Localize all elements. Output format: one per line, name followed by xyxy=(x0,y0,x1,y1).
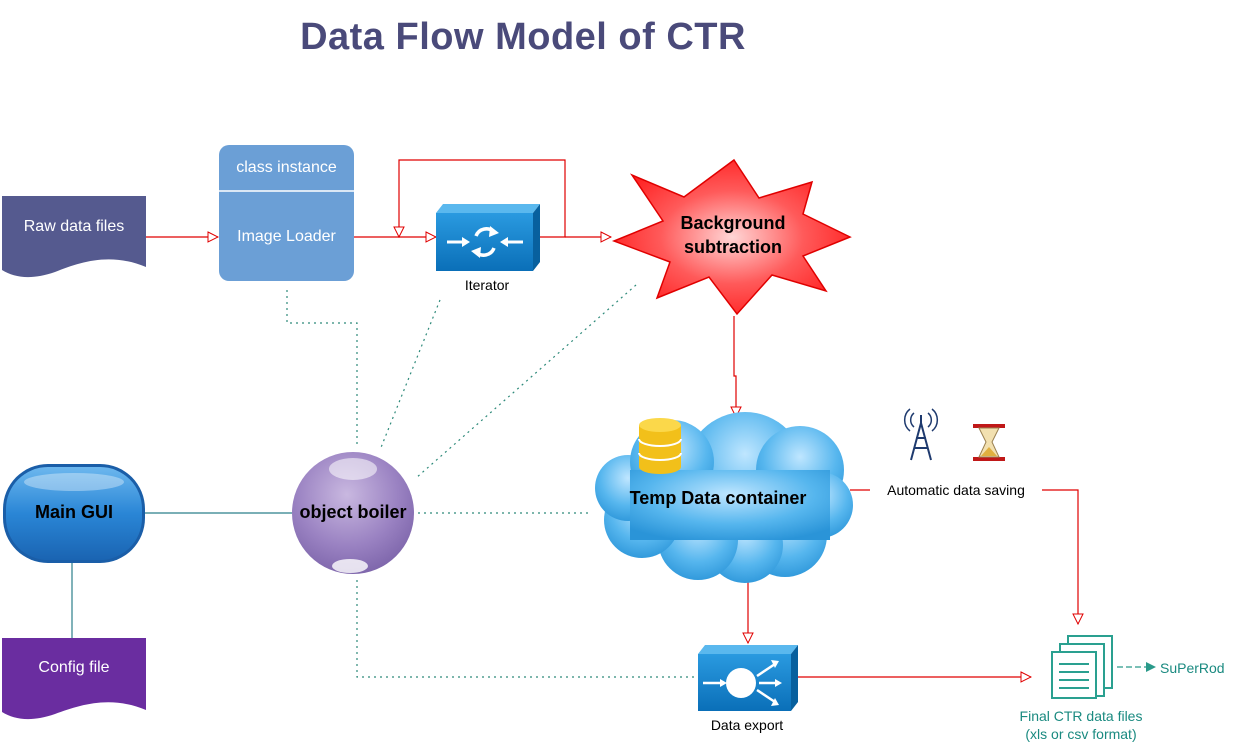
arrow-iterator-loop xyxy=(399,159,566,237)
flow-arrows xyxy=(146,159,1078,677)
data-export-label: Data export xyxy=(710,717,784,733)
dotted-links xyxy=(286,284,698,678)
config-file-shape[interactable] xyxy=(2,638,146,720)
data-export-icon[interactable] xyxy=(698,645,798,711)
background-subtraction-shape[interactable] xyxy=(611,158,852,316)
config-file-label: Config file xyxy=(38,659,110,676)
main-gui-button[interactable] xyxy=(3,464,145,563)
link-boiler-export xyxy=(356,580,698,678)
image-loader-shape[interactable] xyxy=(219,145,354,281)
arrow-background-container xyxy=(734,316,736,417)
diagram-title: Data Flow Model of CTR xyxy=(300,16,746,58)
background-subtraction-label-line1: Background xyxy=(680,213,786,233)
solid-links xyxy=(71,512,292,640)
object-boiler-label: object boiler xyxy=(299,502,407,522)
superod-label: SuPerRod xyxy=(1160,660,1225,676)
iterator-icon[interactable] xyxy=(436,204,540,271)
main-gui-label: Main GUI xyxy=(34,502,113,522)
hourglass-icon xyxy=(973,424,1005,461)
final-files-label-line1: Final CTR data files xyxy=(1019,708,1143,724)
object-boiler-shape[interactable] xyxy=(292,452,414,574)
temp-data-container-label: Temp Data container xyxy=(629,488,807,508)
final-files-icon[interactable] xyxy=(1051,635,1113,699)
link-iterator-boiler xyxy=(379,299,441,451)
link-background-boiler xyxy=(415,284,637,479)
raw-data-label: Raw data files xyxy=(23,218,125,235)
class-instance-label: class instance xyxy=(236,159,337,176)
final-files-label-line2: (xls or csv format) xyxy=(1025,726,1137,742)
background-subtraction-label-line2: subtraction xyxy=(683,237,782,257)
automatic-saving-label: Automatic data saving xyxy=(870,482,1042,498)
link-loader-boiler xyxy=(286,290,358,448)
database-icon xyxy=(638,418,682,474)
temp-data-container-shape[interactable] xyxy=(595,412,853,583)
iterator-label: Iterator xyxy=(464,277,510,293)
raw-data-shape[interactable] xyxy=(2,196,146,278)
arrow-final-superod xyxy=(1117,662,1156,672)
image-loader-label: Image Loader xyxy=(237,228,336,245)
antenna-tower-icon xyxy=(903,408,939,461)
arrow-saving-final xyxy=(1036,489,1078,624)
